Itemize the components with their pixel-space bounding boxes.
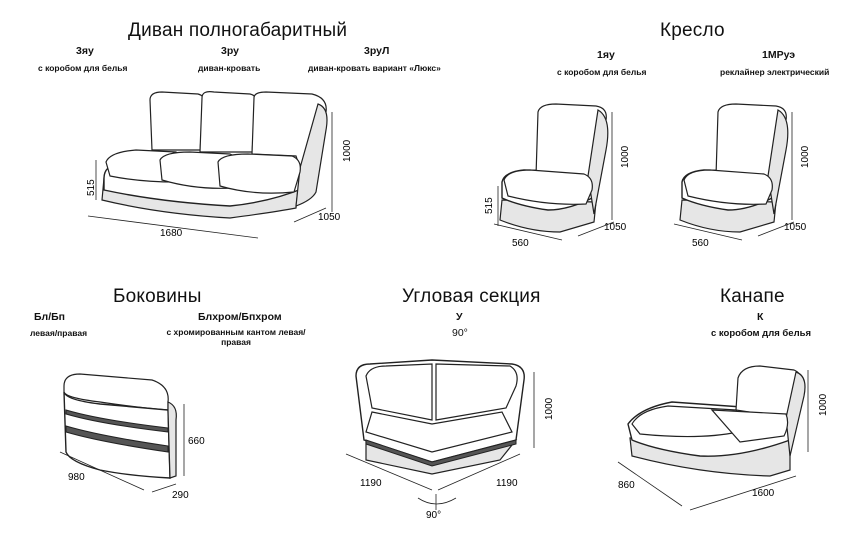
corner-code: У (456, 311, 463, 323)
side-width-label: 290 (172, 490, 189, 501)
canape-length-label: 1600 (752, 488, 775, 499)
sofa-variant-code-3: 3руЛ (364, 45, 390, 57)
canape-height-label: 1000 (818, 393, 829, 416)
sides-variant-code-1: Бл/Бп (34, 311, 66, 323)
armchair-variant-desc-1: с коробом для белья (557, 67, 647, 77)
sides-title: Боковины (113, 286, 202, 307)
armchair-b-width-label: 560 (692, 238, 709, 249)
armchair-b-height-label: 1000 (800, 145, 811, 168)
sides-variant-desc-2: с хромированным кантом левая/ правая (166, 327, 306, 347)
canape-code: К (757, 311, 764, 323)
corner-angle-label: 90° (452, 327, 468, 339)
corner-section-drawing (345, 359, 535, 510)
sides-variant-code-2: Блхром/Бпхром (198, 311, 282, 323)
corner-title: Угловая секция (402, 286, 541, 307)
side-height-label: 660 (188, 436, 205, 447)
armchair-b-depth-label: 1050 (784, 222, 807, 233)
side-panel-drawing (59, 373, 185, 493)
armchair-a-width-label: 560 (512, 238, 529, 249)
canape-desc: с коробом для белья (711, 328, 811, 339)
sofa-title: Диван полногабаритный (128, 20, 348, 41)
armchair-drawing-2 (673, 103, 795, 241)
corner-angle-dim-label: 90° (426, 510, 441, 521)
armchair-a-depth-label: 1050 (604, 222, 627, 233)
sofa-seat-height-label: 515 (86, 179, 97, 196)
sofa-length-label: 1680 (160, 228, 183, 239)
armchair-title: Кресло (660, 20, 725, 41)
sofa-depth-label: 1050 (318, 212, 341, 223)
sofa-variant-desc-2: диван-кровать (198, 63, 261, 73)
corner-left-label: 1190 (360, 478, 382, 489)
corner-right-label: 1190 (496, 478, 518, 489)
sofa-drawing (87, 91, 333, 239)
armchair-variant-code-2: 1МРуэ (762, 49, 796, 61)
sofa-height-label: 1000 (342, 139, 353, 162)
sofa-variant-desc-3: диван-кровать вариант «Люкс» (308, 63, 441, 73)
sofa-variant-code-2: 3ру (221, 45, 239, 57)
canape-title: Канапе (720, 286, 785, 307)
armchair-variant-desc-2: реклайнер электрический (720, 67, 830, 77)
armchair-a-height-label: 1000 (620, 145, 631, 168)
armchair-drawing-1 (493, 103, 615, 241)
side-length-label: 980 (68, 472, 85, 483)
corner-height-label: 1000 (544, 397, 555, 420)
armchair-variant-code-1: 1яу (597, 49, 615, 61)
sides-variant-desc-1: левая/правая (30, 328, 88, 338)
armchair-a-seat-height-label: 515 (484, 197, 495, 214)
sofa-variant-code-1: 3яу (76, 45, 94, 57)
canape-depth-label: 860 (618, 480, 635, 491)
canape-drawing (617, 365, 809, 511)
sofa-variant-desc-1: с коробом для белья (38, 63, 128, 73)
